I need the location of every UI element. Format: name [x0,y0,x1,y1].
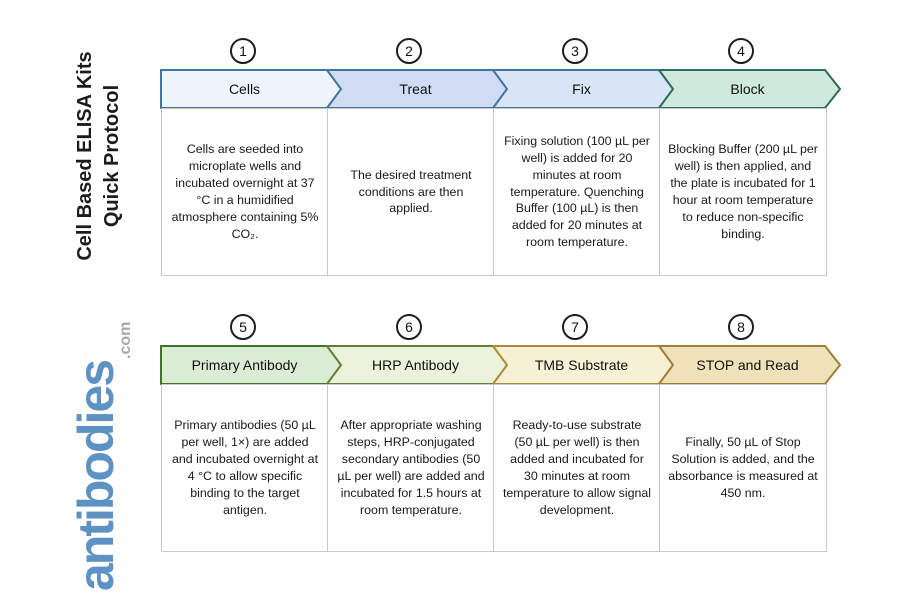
step-description-text: After appropriate washing steps, HRP-con… [337,418,485,517]
step-number: 6 [405,319,413,335]
phase-row-1: 1 2 3 4 Cells Treat Fix Block Cells are … [160,38,861,278]
protocol-diagram: 1 2 3 4 Cells Treat Fix Block Cells are … [160,0,861,594]
step-label: Primary Antibody [191,357,298,373]
step-number: 8 [737,319,745,335]
step-number: 7 [571,319,579,335]
step-number-badge: 4 [728,38,754,64]
step-number-badge: 2 [396,38,422,64]
step-description: Blocking Buffer (200 µL per well) is the… [659,108,827,276]
step-number-badge: 7 [562,314,588,340]
step-number-badge: 1 [230,38,256,64]
page-title-line2: Quick Protocol [101,84,123,228]
step-label: Block [730,81,765,97]
step-description: The desired treatment conditions are the… [327,108,495,276]
step-number-badge: 5 [230,314,256,340]
step-label: Treat [399,81,432,97]
step-number: 3 [571,43,579,59]
page-title: Cell Based ELISA Kits Quick Protocol [72,44,128,268]
brand-suffix: .com [117,321,134,359]
step-description: Fixing solution (100 µL per well) is add… [493,108,661,276]
step-description: Primary antibodies (50 µL per well, 1×) … [161,384,329,552]
step-description-text: Blocking Buffer (200 µL per well) is the… [668,142,818,241]
step-number: 5 [239,319,247,335]
step-label: HRP Antibody [372,357,459,373]
step-description-text: Primary antibodies (50 µL per well, 1×) … [171,418,319,517]
step-label: TMB Substrate [534,357,629,373]
brand-name: antibodies [68,360,124,591]
brand-logo: antibodies.com [67,271,134,591]
step-description-text: The desired treatment conditions are the… [350,167,472,216]
step-number-badge: 3 [562,38,588,64]
phase-row-2: 5 6 7 8 Primary Antibody HRP Antibody TM… [160,314,861,554]
step-description: Ready-to-use substrate (50 µL per well) … [493,384,661,552]
step-number: 4 [737,43,745,59]
step-description-text: Fixing solution (100 µL per well) is add… [504,133,650,250]
step-description: Finally, 50 µL of Stop Solution is added… [659,384,827,552]
step-description-text: Finally, 50 µL of Stop Solution is added… [668,435,818,500]
step-number: 1 [239,43,247,59]
step-description: After appropriate washing steps, HRP-con… [327,384,495,552]
step-label: STOP and Read [696,357,799,373]
step-number-badge: 6 [396,314,422,340]
step-number-badge: 8 [728,314,754,340]
step-description-text: Ready-to-use substrate (50 µL per well) … [502,418,652,517]
step-number: 2 [405,43,413,59]
step-label: Cells [228,81,261,97]
step-label: Fix [572,81,591,97]
step-description-text: Cells are seeded into microplate wells a… [171,142,319,241]
page-title-line1: Cell Based ELISA Kits [74,51,96,261]
step-description: Cells are seeded into microplate wells a… [161,108,329,276]
